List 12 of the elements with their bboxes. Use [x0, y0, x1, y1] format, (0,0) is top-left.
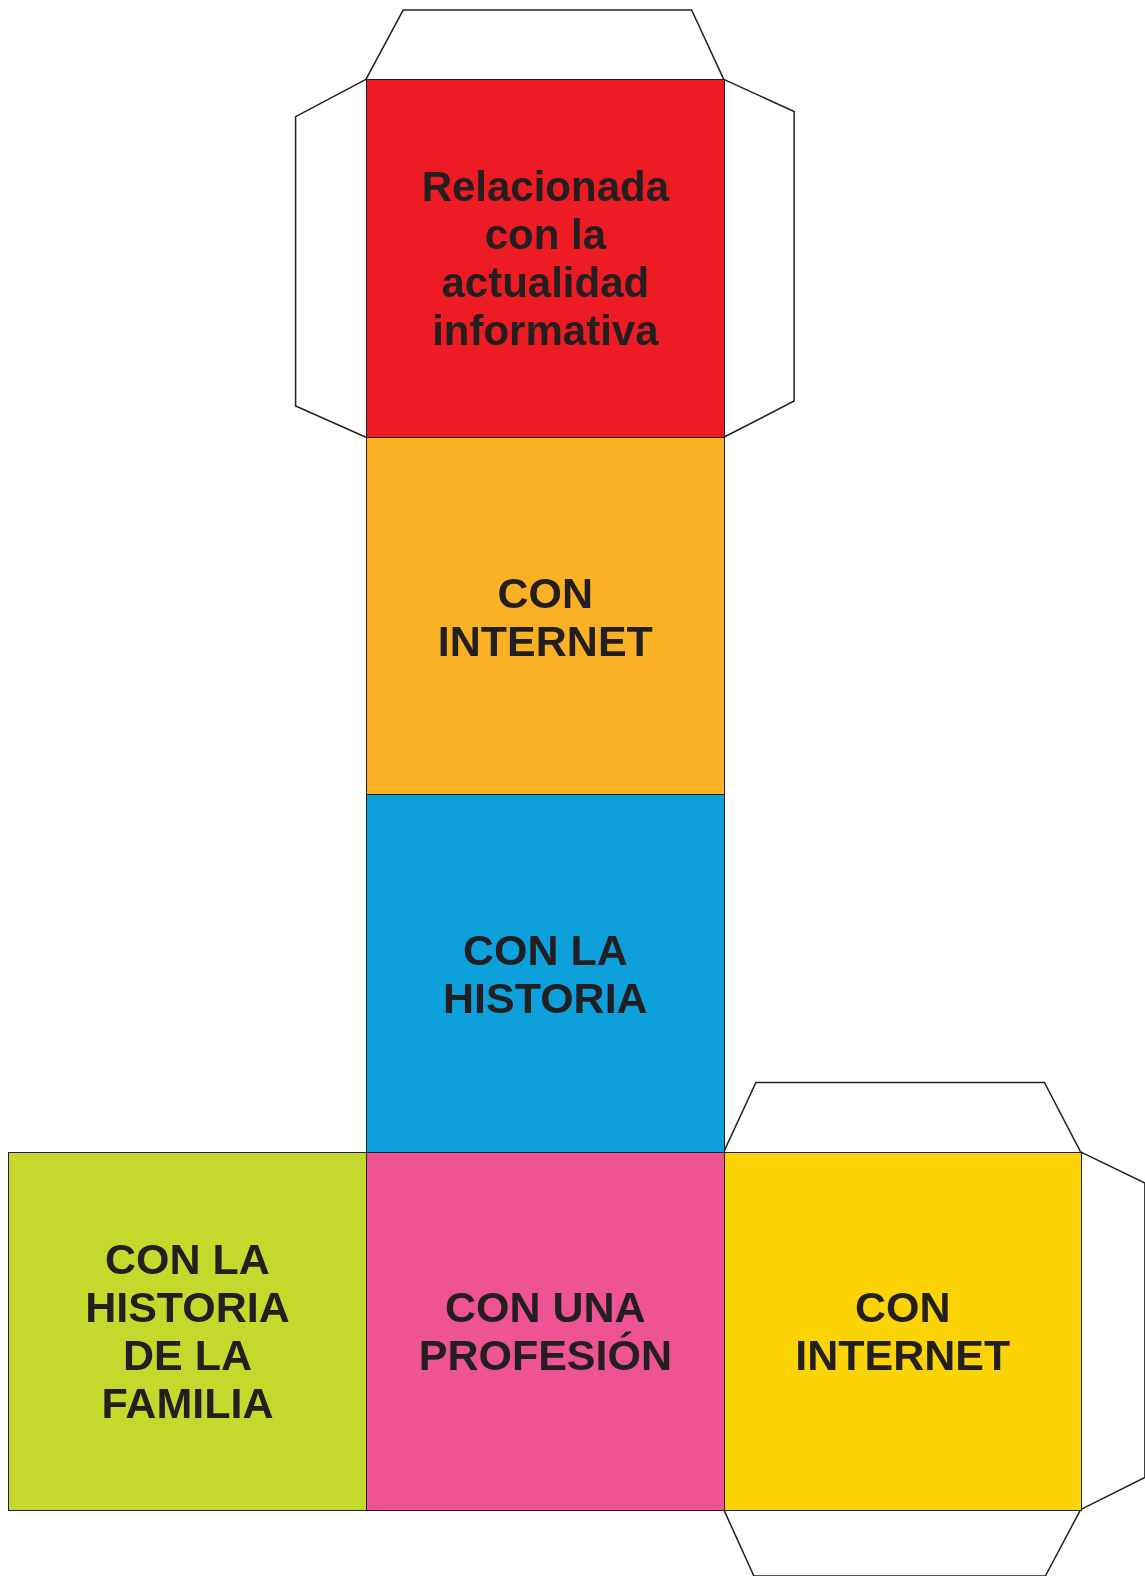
- cube-face: [365, 437, 725, 797]
- cube-face: [723, 1152, 1082, 1511]
- face-label: CON UNA PROFESIÓN: [417, 1283, 673, 1380]
- cube-face: [365, 794, 725, 1154]
- cube-face: [365, 1152, 725, 1511]
- face-label: CON INTERNET: [794, 1283, 1012, 1380]
- face-label: CON INTERNET: [436, 568, 654, 665]
- cube-face: [8, 1152, 367, 1511]
- face-label: CON LA HISTORIA DE LA FAMILIA: [84, 1235, 291, 1428]
- face-label: Relacionada con la actualidad informativa: [420, 162, 671, 355]
- face-label: CON LA HISTORIA: [442, 925, 649, 1022]
- cube-face: [365, 79, 725, 439]
